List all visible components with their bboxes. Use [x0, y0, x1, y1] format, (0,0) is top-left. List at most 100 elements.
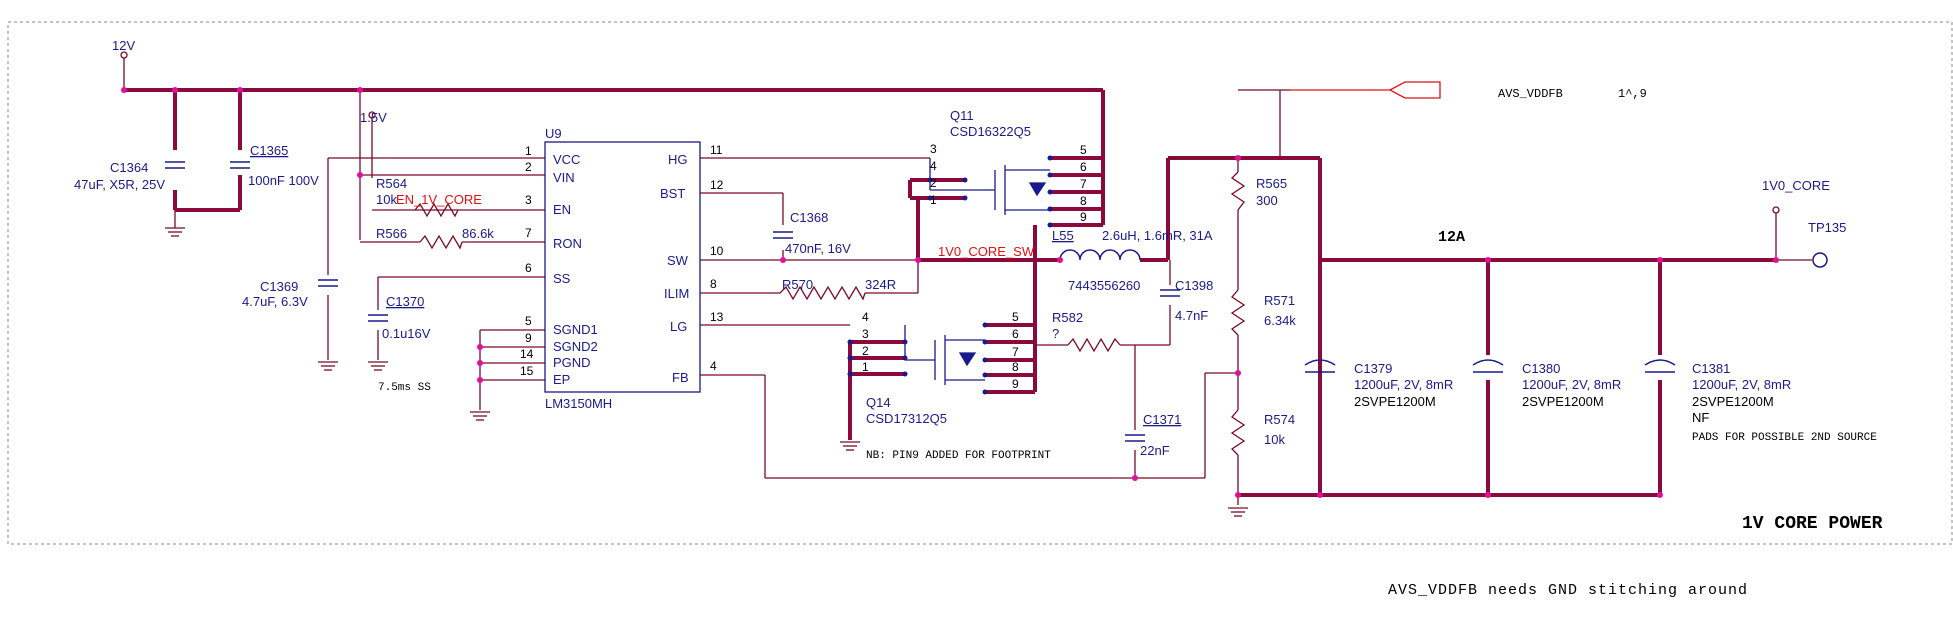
c1398-value: 4.7nF [1175, 308, 1208, 323]
q11-pin-numbers: 4 2 1 3 5 6 7 8 9 [930, 142, 1087, 224]
q11-part: CSD16322Q5 [950, 124, 1031, 139]
pin-num: 2 [525, 160, 532, 174]
note-ss: 7.5ms SS [378, 382, 431, 394]
note-second-source: PADS FOR POSSIBLE 2ND SOURCE [1692, 432, 1877, 444]
pin-num: 14 [520, 347, 534, 361]
pin-num: 1 [862, 360, 869, 374]
pin-num: 5 [525, 314, 532, 328]
pin-name: EN [553, 202, 571, 217]
c1381-extra: NF [1692, 410, 1709, 425]
r574-ref: R574 [1264, 412, 1295, 427]
sheet-title: 1V CORE POWER [1742, 514, 1883, 534]
c1381-ref: C1381 [1692, 361, 1730, 376]
c1379-ref: C1379 [1354, 361, 1392, 376]
pin-name: EP [553, 372, 570, 387]
pin-num: 3 [525, 193, 532, 207]
capacitor-symbols [165, 161, 1676, 442]
pin-num: 8 [1012, 360, 1019, 374]
l55-value: 2.6uH, 1.6mR, 31A [1102, 228, 1213, 243]
c1365-value: 100nF 100V [248, 173, 319, 188]
rail-12v-label: 12V [112, 38, 135, 53]
c1370-value: 0.1u16V [382, 326, 431, 341]
pin-num: 2 [930, 176, 937, 190]
net-sw: 1V0_CORE_SW [938, 244, 1035, 259]
mosfet-pin-dots [847, 155, 1053, 395]
r564-ref: R564 [376, 176, 407, 191]
pin-num: 15 [520, 364, 534, 378]
c1364-ref: C1364 [110, 160, 148, 175]
wires-thick [124, 88, 1776, 497]
pin-num: 10 [710, 244, 724, 258]
tp135-label: TP135 [1808, 220, 1846, 235]
u9-body [544, 141, 701, 393]
r565-value: 300 [1256, 193, 1278, 208]
pin-name: ILIM [664, 286, 689, 301]
c1381-value: 1200uF, 2V, 8mR [1692, 377, 1791, 392]
pin-num: 9 [1012, 377, 1019, 391]
net-en: EN_1V_CORE [396, 192, 482, 207]
rail-1v0-label: 1V0_CORE [1762, 178, 1830, 193]
q14-part: CSD17312Q5 [866, 411, 947, 426]
junction-dots [121, 87, 1779, 498]
c1381-part: 2SVPE1200M [1692, 394, 1774, 409]
r571-value: 6.34k [1264, 313, 1296, 328]
r565-ref: R565 [1256, 176, 1287, 191]
pin-num: 5 [1080, 143, 1087, 157]
c1398-ref: C1398 [1175, 278, 1213, 293]
inductor-l55 [1059, 249, 1141, 261]
pin-num: 6 [525, 261, 532, 275]
c1380-part: 2SVPE1200M [1522, 394, 1604, 409]
c1369-ref: C1369 [260, 279, 298, 294]
ground-symbols [165, 210, 1248, 517]
r566-value: 86.6k [462, 226, 494, 241]
pin-name: BST [660, 186, 685, 201]
mosfet-symbols [904, 158, 1050, 385]
pin-num: 8 [1080, 194, 1087, 208]
pin-num: 3 [930, 142, 937, 156]
l55-part: 7443556260 [1068, 278, 1140, 293]
u9-ref: U9 [545, 126, 562, 141]
c1379-value: 1200uF, 2V, 8mR [1354, 377, 1453, 392]
pin-num: 7 [1012, 345, 1019, 359]
r564-value: 10k [376, 192, 397, 207]
v1-5-terminal [368, 111, 376, 119]
c1380-value: 1200uF, 2V, 8mR [1522, 377, 1621, 392]
net-avs-ref: 1^,9 [1618, 87, 1647, 101]
note-pin9: NB: PIN9 ADDED FOR FOOTPRINT [866, 450, 1051, 462]
pin-name: RON [553, 236, 582, 251]
pin-num: 4 [930, 159, 937, 173]
pin-name: HG [668, 152, 688, 167]
resistor-symbols [414, 171, 1246, 456]
r582-ref: R582 [1052, 310, 1083, 325]
pin-num: 9 [525, 331, 532, 345]
l55-ref: L55 [1052, 228, 1074, 243]
wires-thin [123, 55, 1812, 505]
c1370-ref: C1370 [386, 294, 424, 309]
c1371-ref: C1371 [1143, 412, 1181, 427]
q14-ref: Q14 [866, 395, 891, 410]
pin-num: 1 [930, 193, 937, 207]
pin-num: 7 [525, 226, 532, 240]
pin-name: VCC [553, 152, 580, 167]
u9-part: LM3150MH [545, 396, 612, 411]
pin-num: 13 [710, 310, 724, 324]
pin-num: 6 [1012, 327, 1019, 341]
sheet-frame [7, 21, 1953, 545]
pin-num: 1 [525, 144, 532, 158]
tp135-terminal [1812, 252, 1828, 268]
pin-num: 3 [862, 327, 869, 341]
c1368-value: 470nF, 16V [785, 241, 851, 256]
pin-num: 7 [1080, 177, 1087, 191]
pin-num: 12 [710, 178, 724, 192]
r566-ref: R566 [376, 226, 407, 241]
r582-value: ? [1052, 326, 1059, 341]
pin-name: SGND1 [553, 322, 598, 337]
rail-1v5-label: 1.5V [360, 110, 387, 125]
q14-pin-numbers: 4 3 2 1 5 6 7 8 9 [862, 310, 1019, 391]
c1371-value: 22nF [1140, 443, 1170, 458]
v1v0-terminal [1772, 206, 1780, 214]
r570-value: 324R [865, 277, 896, 292]
